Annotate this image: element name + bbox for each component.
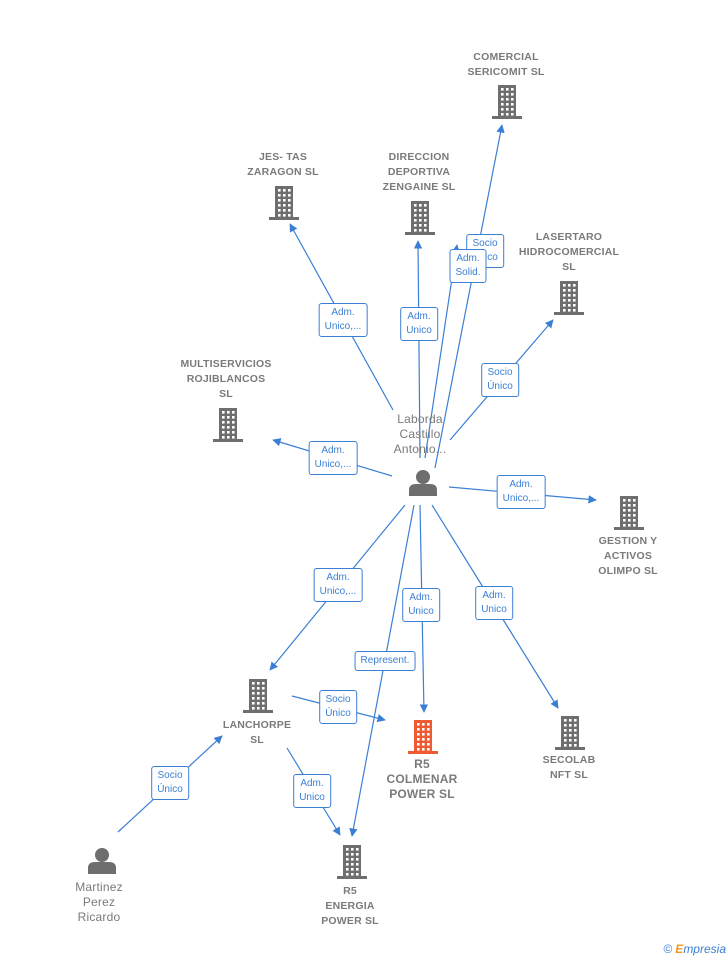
edge-label-laborda-secolab[interactable]: Adm. Unico [475, 586, 513, 620]
node-label-r5colmenar[interactable]: R5 COLMENAR POWER SL [386, 757, 458, 801]
edge-label-line: Adm. [331, 307, 355, 318]
edge-label-line: Unico,... [314, 459, 352, 470]
node-label-secolab[interactable]: SECOLAB NFT SL [542, 754, 596, 781]
person-icon-martinez[interactable] [88, 848, 116, 874]
copyright-icon: © [663, 942, 673, 956]
edge-label-line: Unico [299, 792, 325, 803]
edge-label-line: Adm. [482, 590, 506, 601]
building-icon-gestion[interactable] [614, 496, 644, 530]
node-label-lanchorpe[interactable]: LANCHORPE SL [222, 719, 292, 746]
node-label-jestas[interactable]: JES- TAS ZARAGON SL [247, 151, 319, 178]
node-label-martinez[interactable]: Martinez Perez Ricardo [75, 880, 123, 924]
node-label-direccion[interactable]: DIRECCION DEPORTIVA ZENGAINE SL [382, 151, 456, 193]
edge-label-line: Único [157, 784, 183, 795]
edge-label-line: Unico [481, 604, 507, 615]
edge-label-line: Unico [406, 325, 432, 336]
edge-label-laborda-lanchorpe[interactable]: Adm. Unico,... [313, 568, 363, 602]
person-icon-laborda[interactable] [409, 470, 437, 496]
building-icon-secolab[interactable] [555, 716, 585, 750]
edge-label-line: Socio [487, 367, 513, 378]
building-icon-lanchorpe[interactable] [243, 679, 273, 713]
node-label-multiservicios[interactable]: MULTISERVICIOS ROJIBLANCOS SL [180, 358, 272, 400]
edge-label-line: Unico [408, 606, 434, 617]
edge-label-line: Adm. [300, 778, 324, 789]
building-icon-lasertaro[interactable] [554, 281, 584, 315]
edge-label-line: Adm. [326, 572, 350, 583]
edge-label-line: Único [487, 381, 513, 392]
edge-label-line: Represent. [360, 655, 410, 666]
edge-label-lanchorpe-r5energia[interactable]: Adm. Unico [293, 774, 331, 808]
node-label-gestion[interactable]: GESTION Y ACTIVOS OLIMPO SL [598, 535, 658, 577]
building-icon-comercial[interactable] [492, 85, 522, 119]
edge-label-line: Unico,... [319, 586, 357, 597]
edge-label-line: Solid. [455, 267, 481, 278]
edge-label-laborda-gestion[interactable]: Adm. Unico,... [496, 475, 546, 509]
node-label-comercial[interactable]: COMERCIAL SERICOMIT SL [467, 51, 545, 78]
edge-label-line: Socio [157, 770, 183, 781]
edge-label-line: Único [325, 708, 351, 719]
edge-label-line: Adm. [407, 311, 431, 322]
edge-label-line: Socio [325, 694, 351, 705]
edge-label-line: Adm. [321, 445, 345, 456]
edge-label-line: Unico,... [502, 493, 540, 504]
edge-laborda-direccion [413, 240, 423, 459]
edge-label-line: Adm. [509, 479, 533, 490]
edge-label-laborda-r5energia[interactable]: Represent. [354, 651, 416, 671]
edge-label-line: Adm. [409, 592, 433, 603]
edge-label-laborda-multiservicios[interactable]: Adm. Unico,... [308, 441, 358, 475]
edge-label-line: Adm. [456, 253, 480, 264]
edge-label-line: Unico,... [324, 321, 362, 332]
empresia-watermark: ©Empresia [663, 942, 726, 956]
edge-label-line: Socio [472, 238, 498, 249]
building-icon-r5colmenar[interactable] [408, 720, 438, 754]
edge-label-laborda-direccion[interactable]: Adm. Unico [400, 307, 438, 341]
edge-label-laborda-direccion[interactable]: Adm. Solid. [449, 249, 487, 283]
building-icon-direccion[interactable] [405, 201, 435, 235]
building-icon-r5energia[interactable] [337, 845, 367, 879]
node-label-lasertaro[interactable]: LASERTARO HIDROCOMERCIAL SL [518, 231, 620, 273]
node-label-r5energia[interactable]: R5 ENERGIA POWER SL [321, 885, 379, 927]
building-icon-multiservicios[interactable] [213, 408, 243, 442]
edge-label-laborda-jestas[interactable]: Adm. Unico,... [318, 303, 368, 337]
building-icon-jestas[interactable] [269, 186, 299, 220]
edge-label-laborda-r5colmenar[interactable]: Adm. Unico [402, 588, 440, 622]
edge-laborda-comercial [434, 124, 505, 469]
node-label-laborda[interactable]: Laborda Castillo Antonio... [393, 412, 447, 456]
